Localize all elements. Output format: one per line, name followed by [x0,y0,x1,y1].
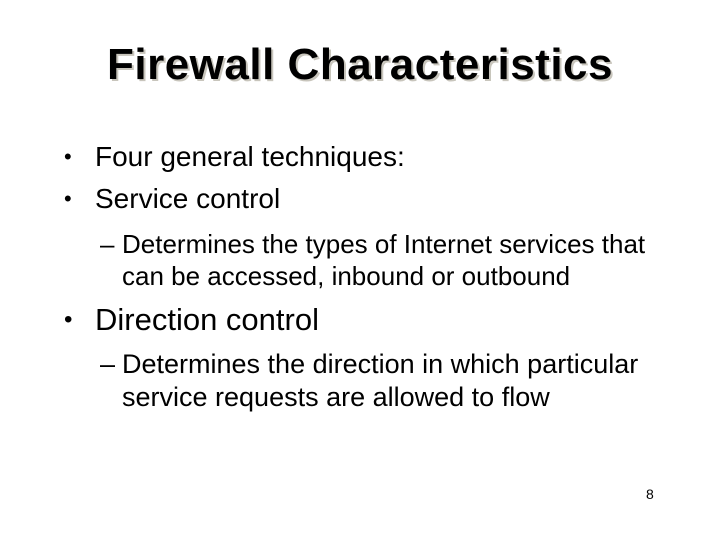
bullet-item: • Four general techniques: [62,140,405,174]
page-number: 8 [646,486,654,502]
bullet-text: Four general techniques: [95,141,405,172]
bullet-item: • Direction control [62,301,319,338]
bullet-text: Direction control [95,302,319,337]
bullet-item: • Service control [62,182,280,216]
slide-title: Firewall Characteristics [106,40,613,89]
sub-bullet-text: Determines the types of Internet service… [122,229,646,291]
bullet-text: Service control [95,183,281,214]
sub-bullet-item: – Determines the direction in which part… [100,348,667,414]
bullet-dot-icon: • [64,144,72,169]
dash-marker-icon: – [100,349,116,379]
sub-bullet-text: Determines the direction in which partic… [122,349,639,413]
bullet-dot-icon: • [64,186,72,211]
sub-bullet-item: – Determines the types of Internet servi… [100,229,652,293]
bullet-dot-icon: • [64,306,73,333]
dash-marker-icon: – [100,229,115,259]
